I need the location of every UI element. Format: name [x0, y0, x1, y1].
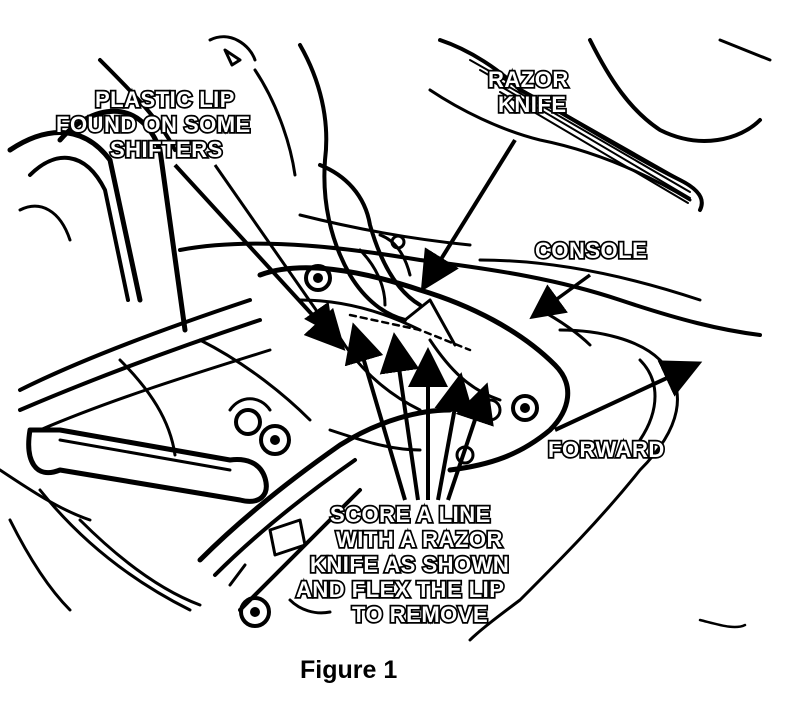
razor-knife-label-line-1: RAZOR — [488, 67, 569, 92]
armrest — [0, 427, 269, 612]
instruction-label-line-1: SCORE A LINE — [330, 502, 491, 527]
plastic-lip-label-line-2: FOUND ON SOME — [56, 112, 251, 137]
console-body — [178, 213, 762, 642]
figure-caption: Figure 1 — [300, 656, 397, 684]
seat-trim-right — [428, 38, 772, 212]
forward-label: FORWARD — [548, 437, 665, 462]
arrow-score-2 — [379, 332, 420, 501]
leader-arrows — [173, 138, 703, 501]
seat-frame-top — [7, 35, 257, 333]
arrow-score-4 — [434, 372, 474, 501]
console-label: CONSOLE — [535, 238, 647, 263]
instruction-label-line-3: KNIFE AS SHOWN — [310, 552, 509, 577]
arrow-score-1 — [344, 322, 407, 501]
instruction-label-line-5: TO REMOVE — [352, 602, 488, 627]
instruction-label-line-4: AND FLEX THE LIP — [296, 577, 504, 602]
arrow-score-5 — [446, 382, 494, 501]
plastic-lip-label-line-3: SHIFTERS — [110, 137, 223, 162]
hand-with-knife — [253, 43, 457, 347]
console-front-panel — [197, 407, 453, 628]
arrow-console — [529, 273, 592, 320]
instruction-label-line-2: WITH A RAZOR — [336, 527, 503, 552]
console-tray — [18, 298, 422, 457]
arrow-forward — [554, 360, 703, 432]
arrow-razor-knife — [420, 138, 517, 292]
plastic-lip-label-line-1: PLASTIC LIP — [95, 87, 235, 112]
console-line-art — [0, 35, 772, 642]
arrow-plastic-lip-2 — [213, 164, 334, 335]
callout-labels: PLASTIC LIP FOUND ON SOME SHIFTERS RAZOR… — [54, 65, 666, 628]
razor-knife-label-line-2: KNIFE — [498, 92, 567, 117]
